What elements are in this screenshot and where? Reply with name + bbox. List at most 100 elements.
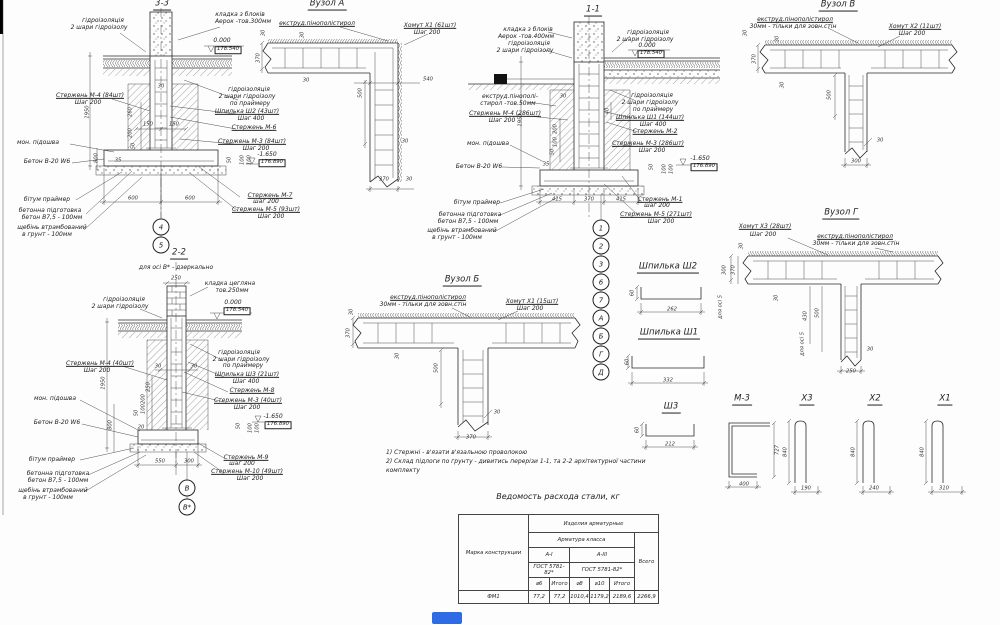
drawing-label: шаг 200 bbox=[229, 459, 255, 467]
axis-marker-5: 5 bbox=[152, 236, 170, 254]
dim-label: 250 bbox=[171, 275, 181, 282]
drawing-label: Стержень М-3 (84шт) bbox=[217, 137, 287, 145]
node-b-linework bbox=[350, 307, 581, 440]
drawing-label: гідроізоляція bbox=[631, 91, 673, 99]
drawing-label: екструд.пінополістирол bbox=[817, 232, 893, 240]
elevation-value: 178.540 bbox=[214, 46, 242, 54]
dim-label: 30 bbox=[559, 93, 567, 100]
table-row: ФМ1 77,2 77,2 1010,4 1179,2 2189,6 2266,… bbox=[458, 590, 659, 604]
drawing-label: гідроізоляція bbox=[228, 85, 270, 93]
dim-label: 50 bbox=[130, 142, 137, 150]
drawing-label: Шпилька Ш1 (144шт) bbox=[615, 113, 685, 121]
dim-label: 310 bbox=[939, 485, 949, 492]
dim-label: 240 bbox=[869, 485, 879, 492]
dim-label: 500 bbox=[814, 308, 821, 318]
dim-label: 262 bbox=[667, 306, 677, 313]
dim-label: 370 bbox=[730, 265, 737, 275]
drawing-label: бетонна підготовка bbox=[26, 469, 90, 477]
dim-label: 30 bbox=[493, 409, 501, 416]
section-1-1-linework bbox=[468, 16, 720, 372]
drawing-label: 30мм - тільки для зовн.стін bbox=[812, 239, 900, 247]
view-title: Вузол А bbox=[307, 0, 347, 11]
drawing-label: Шаг 200 bbox=[236, 474, 264, 482]
dim-label: 550 bbox=[155, 458, 165, 465]
dim-label: 100 bbox=[247, 423, 254, 433]
drawing-label: шаг 200 bbox=[644, 201, 670, 209]
drawing-label: Шаг 200 bbox=[749, 230, 777, 238]
dim-label: 430 bbox=[802, 311, 809, 321]
drawing-label: Стержень М-1 bbox=[637, 195, 683, 203]
dim-label: 840 bbox=[850, 447, 857, 457]
dim-label: 40 bbox=[604, 107, 611, 115]
drawing-label: гідроізоляція bbox=[103, 295, 145, 303]
dim-label: 300 bbox=[184, 458, 194, 465]
table-cell-d6: 77,2 bbox=[528, 590, 550, 604]
drawing-label: по праймеру bbox=[222, 361, 264, 369]
section-2-2-linework bbox=[79, 262, 264, 502]
dim-label: 30 bbox=[405, 176, 413, 183]
elevation-value: 176.890 bbox=[258, 159, 286, 167]
dim-label: 540 bbox=[423, 76, 433, 83]
dim-label: 100 bbox=[668, 164, 675, 174]
section-3-3-linework bbox=[69, 8, 284, 250]
drawing-label: стирол -тов.50мм bbox=[480, 99, 536, 107]
elevation-label: 0.000 bbox=[638, 41, 656, 49]
drawing-label: Шаг 200 bbox=[647, 217, 675, 225]
drawing-label: щебінь втрамбований bbox=[17, 223, 87, 231]
dim-label: 30 bbox=[154, 363, 162, 370]
elevation-label: 0.000 bbox=[213, 36, 231, 44]
table-header-armatura: Арматура класса bbox=[528, 532, 635, 548]
dim-label: 1950 bbox=[517, 113, 524, 127]
drawing-label: Стержень М-2 bbox=[632, 127, 678, 135]
dim-label: 200 bbox=[140, 394, 147, 404]
table-header-marka: Марка конструкции bbox=[458, 514, 529, 591]
drawing-label: шаг 200 bbox=[253, 197, 279, 205]
scan-edge-artifact bbox=[0, 0, 3, 34]
dim-label: 800 bbox=[107, 420, 114, 430]
table-header-d10: ⌀10 bbox=[589, 577, 610, 591]
dim-label: 370 bbox=[255, 53, 262, 63]
drawing-label: 2 шари гідроізолу bbox=[621, 98, 679, 106]
dim-label: 300 bbox=[721, 265, 728, 275]
table-header-izdeliya: Изделия арматурные bbox=[528, 514, 659, 533]
elevation-value: 176.890 bbox=[690, 163, 718, 171]
dim-label: 370 bbox=[466, 434, 476, 441]
drawing-label: кладка цегляна bbox=[204, 279, 256, 287]
axis-marker-2: 2 bbox=[592, 237, 610, 255]
drawing-label: Шаг 200 bbox=[898, 29, 926, 37]
drawing-label: Аерок -тов.400мм bbox=[497, 32, 555, 40]
axis-marker-Г: Г bbox=[592, 345, 610, 363]
dim-label: 50 bbox=[648, 163, 655, 171]
drawing-label: гідроізоляція bbox=[508, 39, 550, 47]
drawing-label: кладка з блоків bbox=[503, 25, 553, 33]
view-title: Х2 bbox=[867, 393, 883, 406]
dim-label: 300 bbox=[851, 158, 861, 165]
drawing-label: 1) Стержні - в'язати в'язальною проволок… bbox=[386, 448, 528, 456]
view-title: Х3 bbox=[799, 393, 815, 406]
dim-label: 35 bbox=[114, 157, 122, 164]
table-cell-vsego: 2266,9 bbox=[634, 590, 659, 604]
drawing-label: Шаг 400 bbox=[639, 120, 667, 128]
dim-label: 800 bbox=[93, 153, 100, 163]
dim-label: 1950 bbox=[100, 376, 107, 390]
drawing-label: Шаг 200 bbox=[257, 212, 285, 220]
drawing-label: екструд.пінополістирол bbox=[757, 15, 833, 23]
drawing-label: екструд.пінополістирол bbox=[390, 293, 466, 301]
dim-label: 500 bbox=[433, 363, 440, 373]
view-title: Х1 bbox=[937, 393, 953, 406]
table-header-itogo1: Итого bbox=[549, 577, 570, 591]
dim-label: 250 bbox=[846, 368, 856, 375]
view-title: Вузол Г bbox=[822, 207, 860, 220]
view-title: Шпилька Ш1 bbox=[637, 327, 701, 340]
drawing-label: Шаг 200 bbox=[233, 403, 261, 411]
drawing-label: бітум праймер bbox=[453, 198, 501, 206]
drawing-label: 2 шари гідроізолу bbox=[70, 23, 128, 31]
drawing-label: бітум праймер bbox=[23, 195, 71, 203]
drawing-label: Шпилька Ш3 (21шт) bbox=[214, 370, 280, 378]
drawing-label: для осі В* - дзеркально bbox=[138, 263, 214, 271]
dim-label: 400 bbox=[739, 481, 749, 488]
axis-marker-4: 4 bbox=[152, 218, 170, 236]
dim-label: 30 bbox=[774, 35, 781, 43]
drawing-label: екструд.пінополі- bbox=[482, 92, 538, 100]
drawing-label: бетон В7,5 - 100мм bbox=[21, 213, 83, 221]
